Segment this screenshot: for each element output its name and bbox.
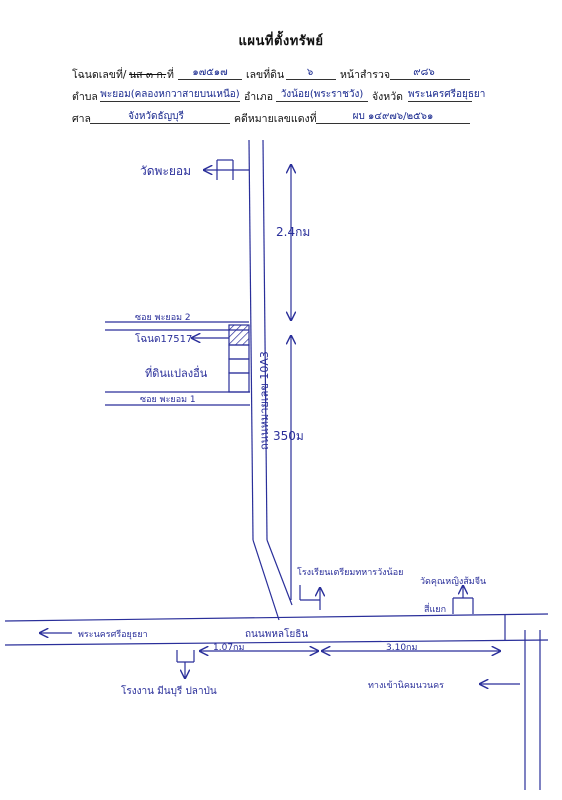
- temple-top-label: วัดพะยอม: [140, 164, 191, 178]
- deed-plot-label: โฉนด17517: [135, 332, 192, 345]
- vertical-road-label: ถนนหมายเลข 10A3: [258, 351, 271, 450]
- road-curve-left: [252, 539, 280, 621]
- form-row-location: ตำบล พะยอม(คลองหกวาสายบนเหนือ) อำเภอ วัง…: [72, 88, 486, 104]
- dist-upper-label: 2.4กม: [276, 225, 310, 239]
- province-underline: [408, 101, 472, 102]
- province-label: จังหวัด: [372, 91, 403, 103]
- tambon-label: ตำบล: [72, 91, 98, 103]
- factory-label: โรงงาน มีนบุรี ปลาป่น: [121, 684, 217, 697]
- temple-right-label: วัดคุณหญิงส้มจีน: [420, 576, 486, 587]
- to-left-label: พระนครศรีอยุธยา: [78, 629, 148, 640]
- land-no-value: ๖: [306, 67, 314, 78]
- main-road-top-edge: [4, 613, 549, 622]
- intersection-right-label: สี่แยก: [424, 602, 446, 615]
- deed-no-value: ๑๗๕๑๗: [192, 67, 228, 78]
- court-underline: [90, 123, 230, 124]
- deed-no-label: ที่: [167, 69, 174, 81]
- form-row-deed: โฉนดเลขที่/ นส ๓ ก. ที่ ๑๗๕๑๗ เลขที่ดิน …: [72, 66, 472, 82]
- court-value: จังหวัดธัญบุรี: [128, 111, 184, 122]
- amphoe-label: อำเภอ: [244, 91, 274, 103]
- province-value: พระนครศรีอยุธยา: [408, 89, 486, 100]
- dist-right-label: 3.10กม: [386, 643, 417, 653]
- subject-plot-hatched: [228, 324, 250, 346]
- case-label: คดีหมายเลขแดงที่: [234, 113, 317, 125]
- form-row-court: ศาล จังหวัดธัญบุรี คดีหมายเลขแดงที่ ผบ ๑…: [72, 110, 472, 126]
- dist-left-label: 1.07กม: [213, 643, 244, 653]
- adjacent-plot-2: [228, 358, 250, 374]
- road-curve-right: [266, 539, 293, 606]
- main-road-bottom-edge: [4, 639, 549, 646]
- court-label: ศาล: [72, 113, 91, 125]
- plot-below-label: ที่ดินแปลงอื่น: [145, 365, 208, 380]
- deed-label: โฉนดเลขที่/: [72, 69, 127, 81]
- school-label: โรงเรียนเตรียมทหารวังน้อย: [297, 567, 403, 578]
- deed-no-underline: [178, 79, 242, 80]
- adjacent-plot-1: [228, 344, 250, 360]
- tambon-value: พะยอม(คลองหกวาสายบนเหนือ): [100, 89, 240, 100]
- vertical-road-left-edge: [248, 139, 254, 541]
- tambon-underline: [100, 101, 240, 102]
- deed-alt-type: นส ๓ ก.: [129, 69, 167, 81]
- land-no-label: เลขที่ดิน: [246, 69, 285, 81]
- bottom-right-label: ทางเข้านิคมนวนคร: [368, 680, 444, 691]
- survey-label: หน้าสำรวจ: [340, 69, 390, 81]
- soi-2-label: ซอย พะยอม 2: [135, 313, 191, 323]
- adjacent-plot-3: [228, 372, 250, 393]
- survey-no-value: ๙๘๖: [413, 67, 435, 78]
- case-no-value: ผบ ๑๔๙๗๖/๒๕๖๑: [352, 111, 434, 122]
- survey-no-underline: [390, 79, 470, 80]
- page-title: แผนที่ตั้งทรัพย์: [238, 34, 324, 49]
- dist-lower-label: 350ม: [273, 429, 304, 443]
- case-no-underline: [316, 123, 470, 124]
- land-no-underline: [286, 79, 336, 80]
- soi-1-label: ซอย พะยอม 1: [140, 395, 196, 405]
- amphoe-value: วังน้อย(พระราชวัง): [280, 89, 364, 100]
- main-road-label: ถนนพหลโยธิน: [245, 627, 308, 640]
- amphoe-underline: [276, 101, 368, 102]
- vertical-road-right-edge: [262, 139, 268, 541]
